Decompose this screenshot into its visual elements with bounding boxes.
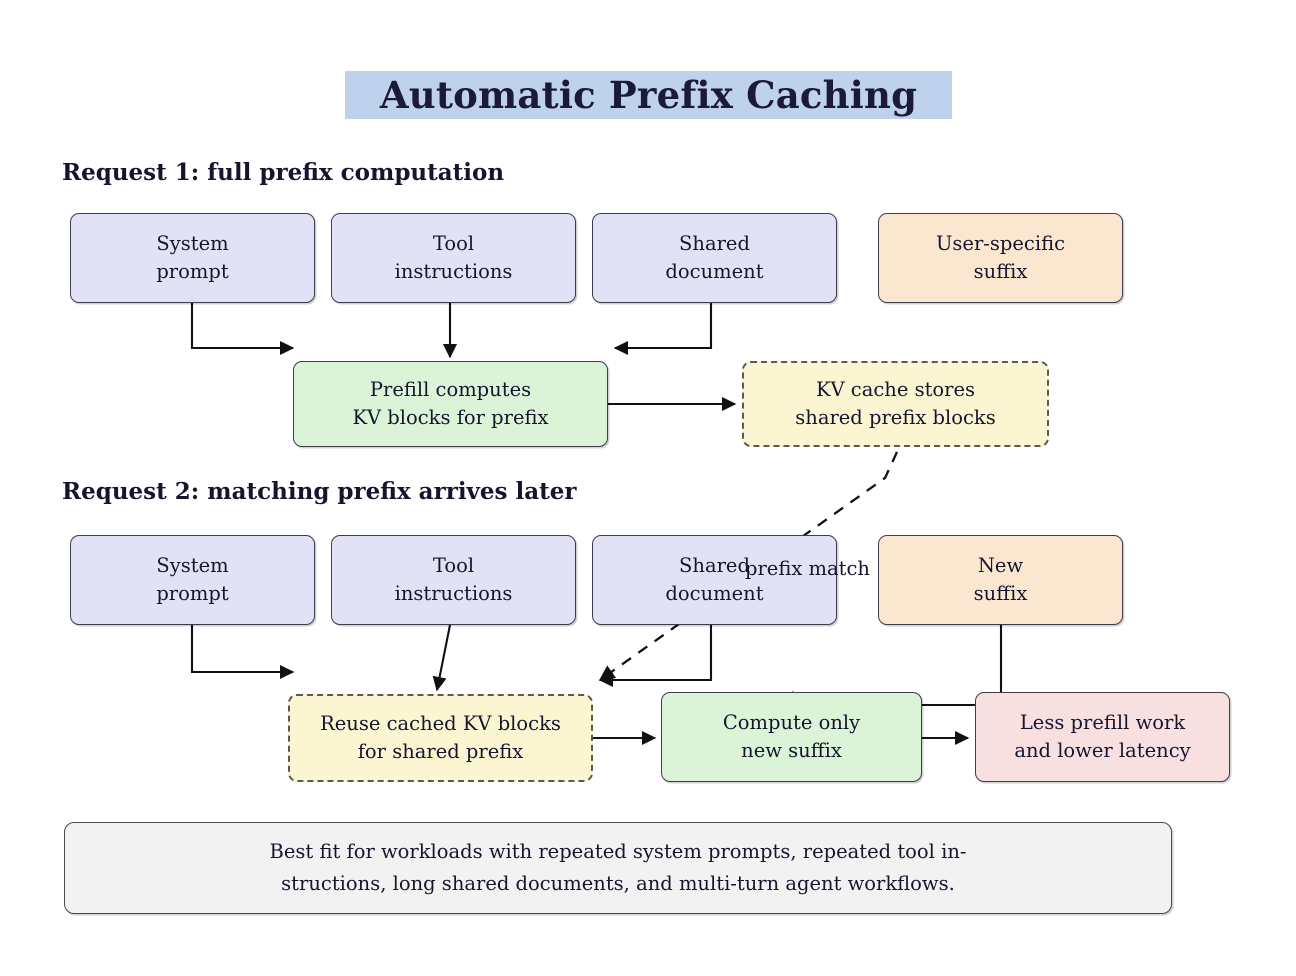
node-line-1: Compute only [722,710,861,734]
node-line-1: Shared [679,231,750,255]
node-system-prompt-1[interactable]: System prompt [70,213,315,303]
node-line-1: System [156,231,229,255]
node-shared-document-1[interactable]: Shared document [592,213,837,303]
note-box: Best fit for workloads with repeated sys… [64,822,1172,914]
node-compute-only-new-suffix[interactable]: Compute only new suffix [661,692,922,782]
node-line-1: Prefill computes [369,377,532,401]
node-line-2: new suffix [741,739,842,762]
node-line-1: KV cache stores [815,377,976,401]
node-line-1: Tool [432,553,475,577]
node-line-2: document [665,260,764,283]
edge-shared-document-2-to-reuse [598,625,713,688]
edge-shared-document-to-prefill [613,303,713,356]
node-line-2: KV blocks for prefix [352,406,549,429]
edge-system-prompt-2-to-reuse [190,625,295,680]
node-line-2: instructions [394,582,513,605]
node-line-2: suffix [973,582,1028,605]
section-heading-request-2: Request 2: matching prefix arrives later [62,478,577,505]
node-line-2: prompt [156,582,229,605]
node-line-2: shared prefix blocks [795,406,996,429]
node-shared-document-2[interactable]: Shared document [592,535,837,625]
node-less-prefill-work[interactable]: Less prefill work and lower latency [975,692,1230,782]
node-line-2: prompt [156,260,229,283]
note-line-1: Best fit for workloads with repeated sys… [269,840,967,864]
section-heading-request-1: Request 1: full prefix computation [62,159,505,186]
node-line-1: Tool [432,231,475,255]
node-line-1: Shared [679,553,750,577]
node-kv-cache-stores[interactable]: KV cache stores shared prefix blocks [742,361,1049,447]
node-line-1: Less prefill work [1019,710,1186,734]
node-system-prompt-2[interactable]: System prompt [70,535,315,625]
node-line-1: New [977,553,1024,577]
edge-tool-instructions-2-to-reuse [432,624,452,692]
node-reuse-cached-kv-blocks[interactable]: Reuse cached KV blocks for shared prefix [288,694,593,782]
note-line-2: structions, long shared documents, and m… [281,872,955,895]
node-line-2: suffix [973,260,1028,283]
node-tool-instructions-1[interactable]: Tool instructions [331,213,576,303]
node-line-2: and lower latency [1014,739,1191,762]
node-user-specific-suffix[interactable]: User-specific suffix [878,213,1123,303]
node-prefill-computes[interactable]: Prefill computes KV blocks for prefix [293,361,608,447]
node-line-2: document [665,582,764,605]
node-line-1: System [156,553,229,577]
node-new-suffix[interactable]: New suffix [878,535,1123,625]
node-line-1: Reuse cached KV blocks [320,711,561,735]
node-line-2: instructions [394,260,513,283]
page-title: Automatic Prefix Caching [345,71,952,119]
node-line-1: User-specific [935,231,1065,255]
edge-label-prefix-match: prefix match [745,557,870,580]
node-line-2: for shared prefix [357,740,524,763]
node-tool-instructions-2[interactable]: Tool instructions [331,535,576,625]
edge-system-prompt-to-prefill [190,303,295,356]
